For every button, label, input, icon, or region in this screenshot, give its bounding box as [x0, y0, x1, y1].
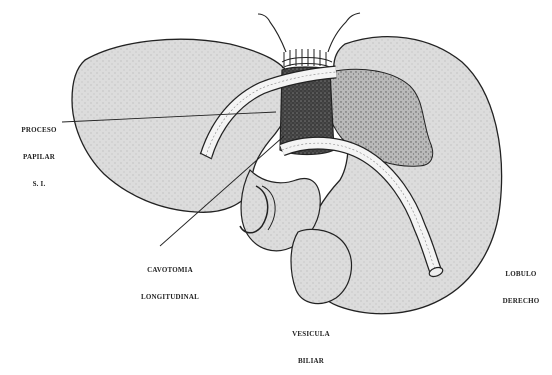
- label-longitudinal-cavotomy: CAVOTOMIA LONGITUDINAL: [132, 248, 208, 311]
- gallbladder: [291, 229, 351, 303]
- label-right-lobe: LOBULO DERECHO: [496, 252, 546, 315]
- label-papillary-process: PROCESO PAPILAR S. I.: [14, 108, 64, 198]
- suture-top: [282, 49, 332, 68]
- label-gallbladder: VESICULA BILIAR: [286, 312, 336, 375]
- liver-surgery-illustration: [0, 0, 552, 332]
